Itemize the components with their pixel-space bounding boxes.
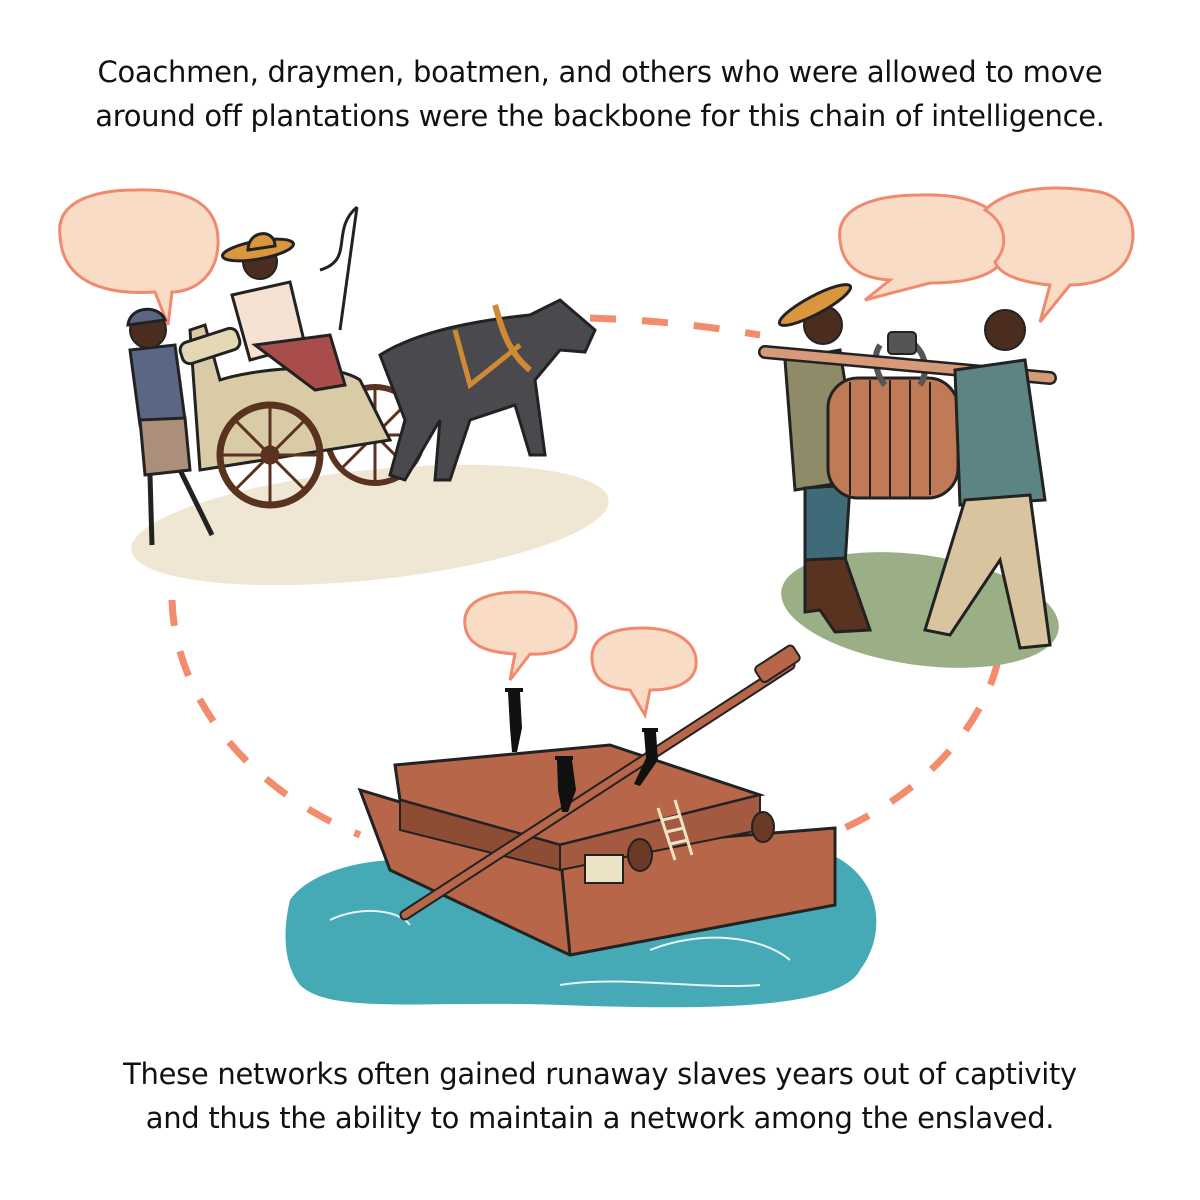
barrel-icon bbox=[627, 838, 653, 872]
drayman-right bbox=[953, 358, 1047, 507]
ladder-icon bbox=[656, 799, 694, 861]
bottom-caption-line-1: These networks often gained runaway slav… bbox=[123, 1057, 1077, 1091]
dashed-connector bbox=[168, 314, 1002, 839]
speech-bubble-icon bbox=[590, 626, 698, 720]
horse bbox=[378, 298, 597, 482]
draymen-scene bbox=[758, 186, 1135, 668]
speech-bubble-icon bbox=[982, 186, 1135, 323]
barrel-icon bbox=[751, 811, 775, 843]
speech-bubble-icon bbox=[463, 590, 578, 681]
sand-ground bbox=[131, 464, 609, 586]
top-caption-line-2: around off plantations were the backbone… bbox=[95, 99, 1105, 133]
speech-bubble-icon bbox=[58, 188, 220, 326]
coachman-scene bbox=[58, 188, 609, 586]
cart-wheel-front bbox=[216, 401, 324, 509]
bottom-caption: These networks often gained runaway slav… bbox=[0, 1052, 1200, 1140]
boy bbox=[128, 343, 187, 427]
boatman-silhouettes bbox=[505, 688, 658, 812]
barrel-icon bbox=[826, 376, 960, 500]
top-caption-line-1: Coachmen, draymen, boatmen, and others w… bbox=[97, 55, 1103, 89]
bottom-caption-line-2: and thus the ability to maintain a netwo… bbox=[145, 1101, 1055, 1135]
crate-icon bbox=[584, 854, 624, 884]
speech-bubble-icon bbox=[838, 193, 1010, 302]
whip-icon bbox=[319, 205, 359, 331]
boatmen-scene bbox=[285, 590, 877, 1008]
top-caption: Coachmen, draymen, boatmen, and others w… bbox=[0, 50, 1200, 138]
